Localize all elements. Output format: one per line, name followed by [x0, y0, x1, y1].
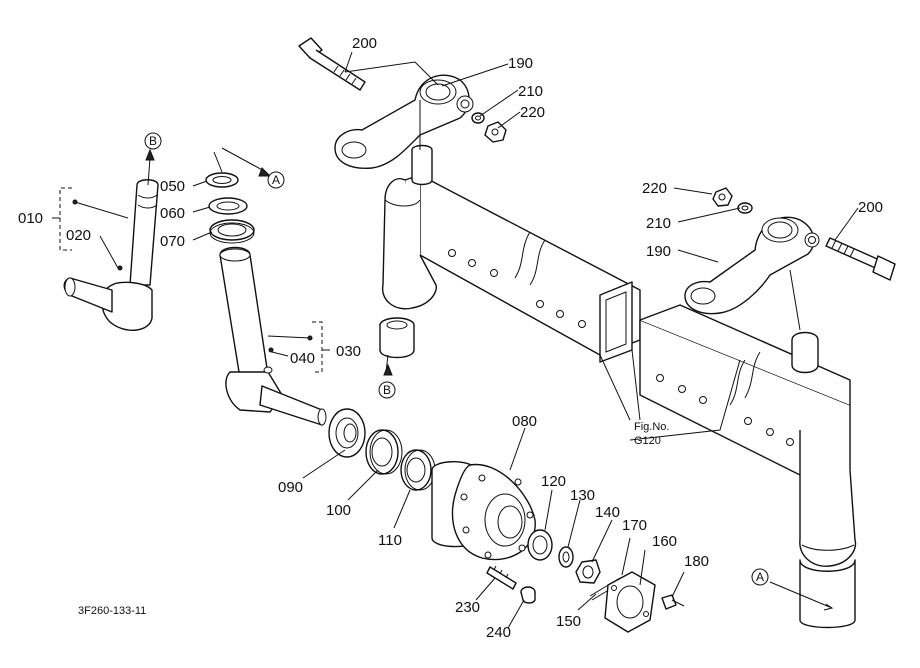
- callout-200-right: 200: [858, 199, 883, 216]
- bolt-180: [661, 594, 685, 610]
- callout-040: 040: [290, 350, 315, 367]
- ref-marker-b-bottom: B: [378, 363, 396, 399]
- callout-170: 170: [622, 517, 647, 534]
- svg-text:B: B: [149, 134, 157, 148]
- figure-reference-line2: G120: [634, 435, 661, 447]
- callout-220-right: 220: [642, 180, 667, 197]
- callout-230: 230: [455, 599, 480, 616]
- figure-reference-line1: Fig.No.: [634, 421, 669, 433]
- callout-130: 130: [570, 487, 595, 504]
- bearing-100: [365, 429, 403, 475]
- callout-210-right: 210: [646, 215, 671, 232]
- callout-200-left: 200: [352, 35, 377, 52]
- callout-100: 100: [326, 502, 351, 519]
- callout-060: 060: [160, 205, 185, 222]
- callout-140: 140: [595, 504, 620, 521]
- nut-220-right: [712, 187, 733, 207]
- bearing-110: [400, 449, 436, 491]
- axle-beam: [381, 144, 857, 629]
- bearing-120: [527, 529, 553, 561]
- washer-050: [205, 172, 239, 188]
- callout-190-left: 190: [508, 55, 533, 72]
- washer-060: [208, 197, 248, 215]
- ref-marker-b-top: B: [144, 132, 162, 161]
- callout-210-left: 210: [518, 83, 543, 100]
- steering-arm-190-right: [684, 216, 820, 315]
- grease-fitting-230: [486, 565, 517, 590]
- washer-130: [558, 546, 574, 568]
- svg-text:A: A: [272, 173, 280, 187]
- seal-070: [209, 219, 255, 244]
- ref-marker-a-top: A: [258, 167, 285, 189]
- callout-180: 180: [684, 553, 709, 570]
- drawing-code: 3F260-133-11: [78, 605, 146, 617]
- washer-210-right: [737, 202, 753, 214]
- callout-220-left: 220: [520, 104, 545, 121]
- callout-120: 120: [541, 473, 566, 490]
- cap-240: [520, 586, 536, 604]
- callout-010: 010: [18, 210, 43, 227]
- kingpin-shaft-030: [219, 246, 327, 426]
- callout-070: 070: [160, 233, 185, 250]
- leader-lines: [52, 51, 859, 629]
- bushing-lower: [379, 317, 415, 359]
- callout-240: 240: [486, 624, 511, 641]
- callout-190-right: 190: [646, 243, 671, 260]
- callout-020: 020: [66, 227, 91, 244]
- svg-text:B: B: [383, 383, 391, 397]
- hub-studs: [460, 474, 534, 559]
- bolt-200-right: [825, 237, 896, 281]
- callout-150: 150: [556, 613, 581, 630]
- axle-holes-right: [656, 374, 794, 446]
- callout-labels: 200 190 210 220 220 210 190 200 010 020 …: [18, 35, 883, 641]
- callout-030: 030: [336, 343, 361, 360]
- steering-arm-190-left: [334, 74, 474, 169]
- oil-seal-090: [328, 408, 366, 458]
- nut-220-left: [484, 121, 507, 143]
- bolt-200-left: [298, 37, 366, 91]
- callout-090: 090: [278, 479, 303, 496]
- ref-marker-a-bottom: A: [751, 568, 769, 586]
- knuckle-arm-010: [63, 179, 159, 331]
- svg-text:A: A: [756, 570, 764, 584]
- callout-160: 160: [652, 533, 677, 550]
- callout-080: 080: [512, 413, 537, 430]
- callout-050: 050: [160, 178, 185, 195]
- castle-nut-140: [575, 559, 601, 584]
- hub-cap-160: [604, 571, 656, 633]
- wheel-hub-080: [431, 461, 536, 561]
- callout-110: 110: [378, 532, 402, 549]
